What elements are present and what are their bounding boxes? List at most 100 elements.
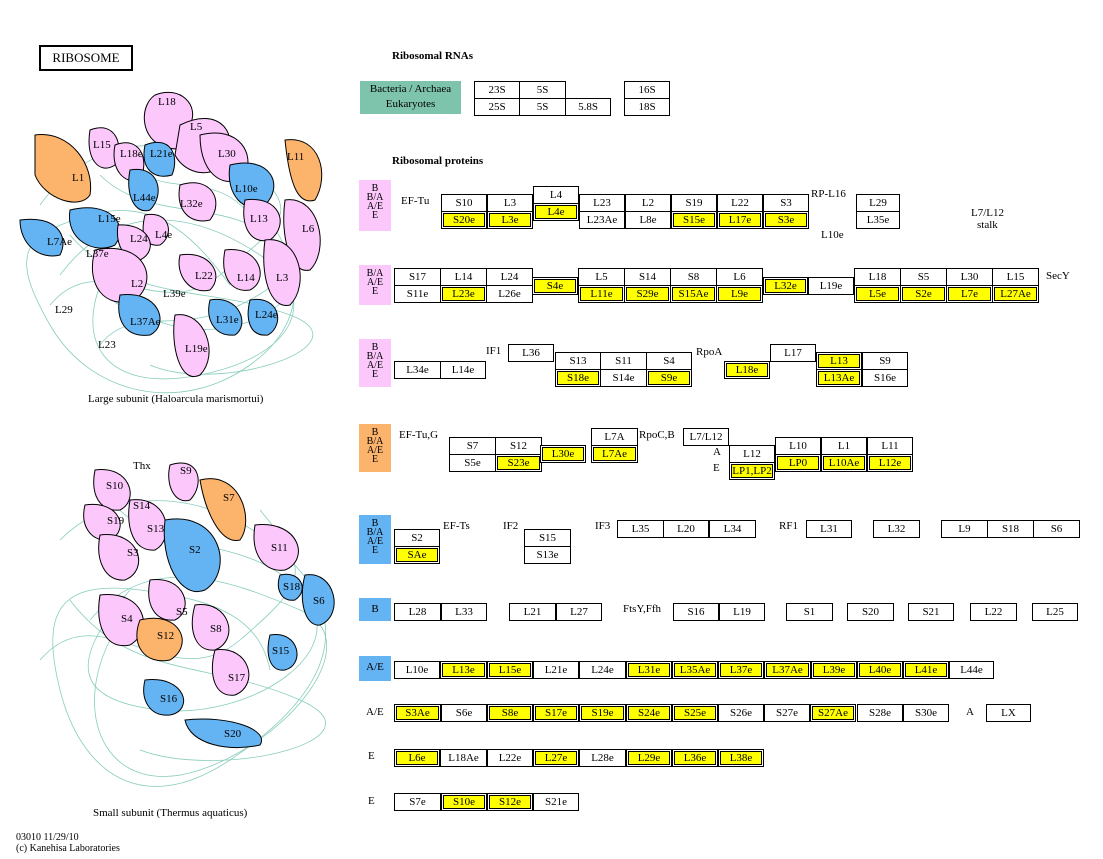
protein-box-l23[interactable]: L23 bbox=[579, 194, 625, 212]
protein-box-s28e[interactable]: S28e bbox=[857, 704, 903, 722]
protein-box-l30e[interactable]: L30e bbox=[540, 445, 586, 463]
protein-box-lp0[interactable]: LP0 bbox=[775, 454, 821, 472]
protein-box-s20[interactable]: S20 bbox=[847, 603, 894, 621]
protein-box-l22[interactable]: L22 bbox=[717, 194, 763, 212]
protein-box-s30e[interactable]: S30e bbox=[903, 704, 949, 722]
protein-box-s19[interactable]: S19 bbox=[671, 194, 717, 212]
protein-box-l12[interactable]: L12 bbox=[729, 445, 775, 463]
protein-box-l31[interactable]: L31 bbox=[806, 520, 852, 538]
rrna-16S[interactable]: 16S bbox=[624, 81, 670, 99]
rrna-23S[interactable]: 23S bbox=[474, 81, 520, 99]
protein-box-s2e[interactable]: S2e bbox=[900, 285, 947, 303]
protein-box-l19e[interactable]: L19e bbox=[808, 277, 854, 295]
protein-box-l15e[interactable]: L15e bbox=[487, 661, 533, 679]
protein-box-l14e[interactable]: L14e bbox=[440, 361, 486, 379]
protein-box-l18e[interactable]: L18e bbox=[724, 361, 770, 379]
protein-box-lp1-lp2[interactable]: LP1,LP2 bbox=[729, 462, 775, 480]
protein-box-s3ae[interactable]: S3Ae bbox=[394, 704, 441, 722]
protein-box-l27ae[interactable]: L27Ae bbox=[992, 285, 1039, 303]
protein-box-s8[interactable]: S8 bbox=[670, 268, 717, 286]
protein-box-l22e[interactable]: L22e bbox=[487, 749, 533, 767]
protein-box-l13ae[interactable]: L13Ae bbox=[816, 369, 862, 387]
protein-box-l9e[interactable]: L9e bbox=[716, 285, 763, 303]
protein-box-l29[interactable]: L29 bbox=[856, 194, 900, 212]
protein-box-l31e[interactable]: L31e bbox=[626, 661, 672, 679]
protein-box-l7a[interactable]: L7A bbox=[591, 428, 638, 446]
protein-box-s4[interactable]: S4 bbox=[646, 352, 692, 370]
protein-box-s29e[interactable]: S29e bbox=[624, 285, 671, 303]
protein-box-s6[interactable]: S6 bbox=[1033, 520, 1080, 538]
protein-box-l10ae[interactable]: L10Ae bbox=[821, 454, 867, 472]
protein-box-s15ae[interactable]: S15Ae bbox=[670, 285, 717, 303]
protein-box-l21[interactable]: L21 bbox=[509, 603, 556, 621]
protein-box-l15[interactable]: L15 bbox=[992, 268, 1039, 286]
protein-box-l34[interactable]: L34 bbox=[709, 520, 756, 538]
protein-box-l36[interactable]: L36 bbox=[508, 344, 554, 362]
protein-box-l17[interactable]: L17 bbox=[770, 344, 816, 362]
rrna-5S-bottom[interactable]: 5S bbox=[519, 98, 566, 116]
protein-box-l34e[interactable]: L34e bbox=[394, 361, 441, 379]
protein-box-s3[interactable]: S3 bbox=[763, 194, 809, 212]
protein-box-l6[interactable]: L6 bbox=[716, 268, 763, 286]
protein-box-l10[interactable]: L10 bbox=[775, 437, 821, 455]
protein-box-l3e[interactable]: L3e bbox=[487, 211, 533, 229]
protein-box-l7-l12[interactable]: L7/L12 bbox=[683, 428, 729, 446]
protein-box-l12e[interactable]: L12e bbox=[867, 454, 913, 472]
protein-box-l4e[interactable]: L4e bbox=[533, 203, 579, 221]
protein-box-l13[interactable]: L13 bbox=[816, 352, 862, 370]
protein-box-l41e[interactable]: L41e bbox=[903, 661, 949, 679]
protein-box-s20e[interactable]: S20e bbox=[441, 211, 487, 229]
rrna-18S[interactable]: 18S bbox=[624, 98, 670, 116]
protein-box-l33[interactable]: L33 bbox=[441, 603, 487, 621]
protein-box-s10e[interactable]: S10e bbox=[441, 793, 487, 811]
protein-box-s12[interactable]: S12 bbox=[495, 437, 542, 455]
protein-box-s25e[interactable]: S25e bbox=[672, 704, 718, 722]
protein-box-l39e[interactable]: L39e bbox=[811, 661, 857, 679]
protein-box-l11[interactable]: L11 bbox=[867, 437, 913, 455]
protein-box-s18e[interactable]: S18e bbox=[555, 369, 601, 387]
protein-box-l44e[interactable]: L44e bbox=[949, 661, 994, 679]
protein-box-l2[interactable]: L2 bbox=[625, 194, 671, 212]
protein-box-l27e[interactable]: L27e bbox=[533, 749, 579, 767]
protein-box-l29e[interactable]: L29e bbox=[626, 749, 672, 767]
protein-box-s13e[interactable]: S13e bbox=[524, 546, 571, 564]
protein-box-l25[interactable]: L25 bbox=[1032, 603, 1078, 621]
protein-box-s18[interactable]: S18 bbox=[987, 520, 1034, 538]
protein-box-l1[interactable]: L1 bbox=[821, 437, 867, 455]
protein-box-l18[interactable]: L18 bbox=[854, 268, 901, 286]
protein-box-s11e[interactable]: S11e bbox=[394, 285, 441, 303]
protein-box-l32e[interactable]: L32e bbox=[763, 277, 808, 295]
protein-box-s17[interactable]: S17 bbox=[394, 268, 441, 286]
protein-box-l26e[interactable]: L26e bbox=[486, 285, 533, 303]
protein-box-s21e[interactable]: S21e bbox=[533, 793, 579, 811]
protein-box-l22[interactable]: L22 bbox=[970, 603, 1017, 621]
protein-box-s24e[interactable]: S24e bbox=[626, 704, 672, 722]
protein-box-s9[interactable]: S9 bbox=[862, 352, 908, 370]
protein-box-s6e[interactable]: S6e bbox=[441, 704, 487, 722]
protein-box-l35[interactable]: L35 bbox=[617, 520, 664, 538]
protein-box-s8e[interactable]: S8e bbox=[487, 704, 533, 722]
protein-box-l6e[interactable]: L6e bbox=[394, 749, 440, 767]
protein-box-l24e[interactable]: L24e bbox=[579, 661, 626, 679]
protein-box-l28[interactable]: L28 bbox=[394, 603, 441, 621]
protein-box-s11[interactable]: S11 bbox=[600, 352, 647, 370]
protein-box-s27ae[interactable]: S27Ae bbox=[810, 704, 856, 722]
protein-box-l38e[interactable]: L38e bbox=[718, 749, 764, 767]
protein-box-l5e[interactable]: L5e bbox=[854, 285, 901, 303]
protein-box-s23e[interactable]: S23e bbox=[495, 454, 542, 472]
protein-box-l27[interactable]: L27 bbox=[556, 603, 602, 621]
protein-box-l28e[interactable]: L28e bbox=[579, 749, 626, 767]
protein-box-l18ae[interactable]: L18Ae bbox=[440, 749, 487, 767]
rrna-5S-top[interactable]: 5S bbox=[519, 81, 566, 99]
protein-box-l20[interactable]: L20 bbox=[663, 520, 709, 538]
protein-box-l21e[interactable]: L21e bbox=[533, 661, 579, 679]
protein-box-l35e[interactable]: L35e bbox=[856, 211, 900, 229]
protein-box-l4[interactable]: L4 bbox=[533, 186, 579, 204]
protein-box-l14[interactable]: L14 bbox=[440, 268, 487, 286]
protein-box-l11e[interactable]: L11e bbox=[578, 285, 625, 303]
protein-box-s1[interactable]: S1 bbox=[786, 603, 833, 621]
protein-box-s21[interactable]: S21 bbox=[908, 603, 954, 621]
protein-box-s13[interactable]: S13 bbox=[555, 352, 601, 370]
protein-box-l32[interactable]: L32 bbox=[873, 520, 920, 538]
protein-box-s12e[interactable]: S12e bbox=[487, 793, 533, 811]
